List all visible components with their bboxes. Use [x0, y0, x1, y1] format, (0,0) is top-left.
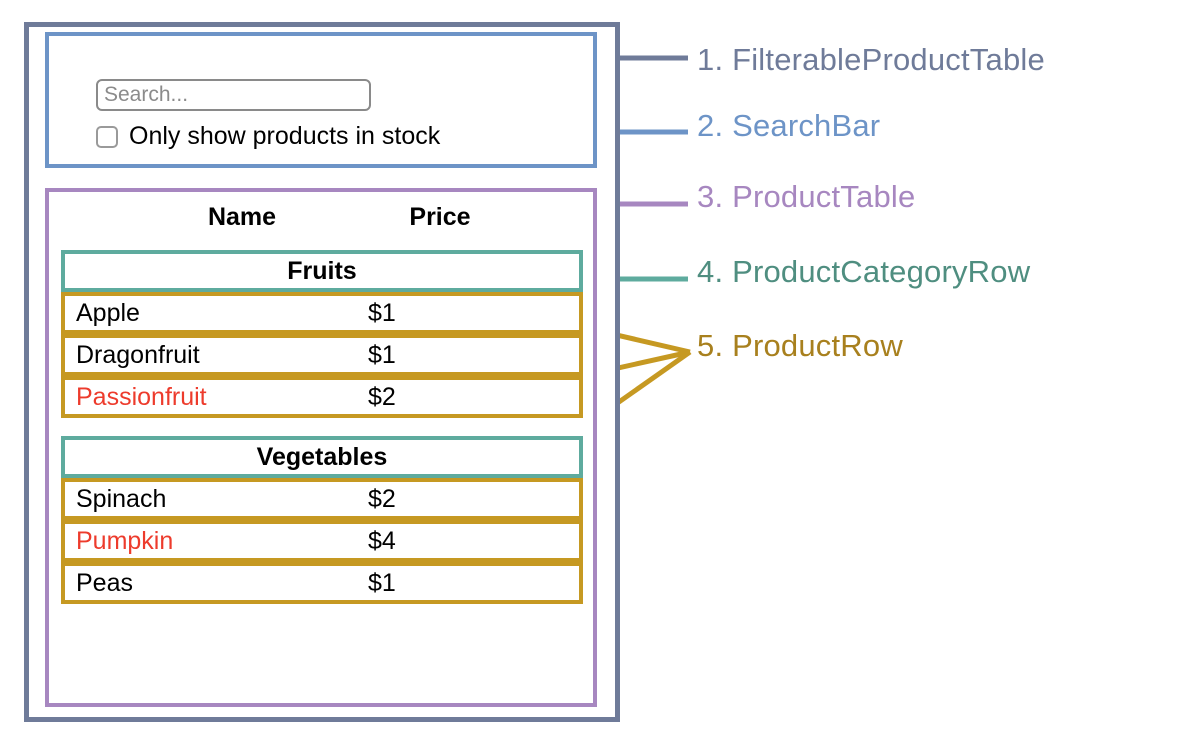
product-rows-container: Fruits Apple $1 Dragonfruit $1 Passionfr…	[61, 250, 583, 604]
product-row: Apple $1	[61, 292, 583, 334]
product-name: Peas	[76, 568, 133, 597]
product-price: $2	[368, 382, 396, 411]
product-price: $1	[368, 568, 396, 597]
in-stock-checkbox-label: Only show products in stock	[129, 122, 441, 150]
product-row: Passionfruit $2	[61, 376, 583, 418]
product-category-label: Vegetables	[256, 442, 388, 471]
product-category-label: Fruits	[287, 256, 357, 285]
legend-item-product-category-row: 4. ProductCategoryRow	[697, 254, 1031, 289]
in-stock-checkbox-row[interactable]: Only show products in stock	[96, 124, 440, 149]
product-row: Dragonfruit $1	[61, 334, 583, 376]
product-name: Dragonfruit	[76, 340, 200, 369]
legend-item-filterable-product-table: 1. FilterableProductTable	[697, 42, 1045, 77]
product-price: $2	[368, 484, 396, 513]
column-header-name: Name	[207, 203, 277, 231]
product-name: Apple	[76, 298, 140, 327]
in-stock-checkbox[interactable]	[96, 125, 118, 148]
product-row: Peas $1	[61, 562, 583, 604]
product-table-inner: Name Price Fruits Apple $1 Dragonfruit $…	[49, 192, 593, 703]
product-category-row: Vegetables	[61, 436, 583, 478]
product-name: Passionfruit	[76, 382, 207, 411]
search-input[interactable]	[96, 79, 371, 111]
group-spacer	[61, 418, 583, 436]
legend-item-product-table: 3. ProductTable	[697, 179, 916, 214]
product-price: $4	[368, 526, 396, 555]
product-price: $1	[368, 298, 396, 327]
product-price: $1	[368, 340, 396, 369]
product-row: Pumpkin $4	[61, 520, 583, 562]
product-name: Pumpkin	[76, 526, 174, 555]
product-category-row: Fruits	[61, 250, 583, 292]
product-row: Spinach $2	[61, 478, 583, 520]
product-table-frame: Name Price Fruits Apple $1 Dragonfruit $…	[45, 188, 597, 707]
legend-item-search-bar: 2. SearchBar	[697, 108, 881, 143]
product-name: Spinach	[76, 484, 167, 513]
column-header-price: Price	[409, 203, 471, 231]
legend-item-product-row: 5. ProductRow	[697, 328, 903, 363]
search-bar-frame: Only show products in stock	[45, 32, 597, 168]
